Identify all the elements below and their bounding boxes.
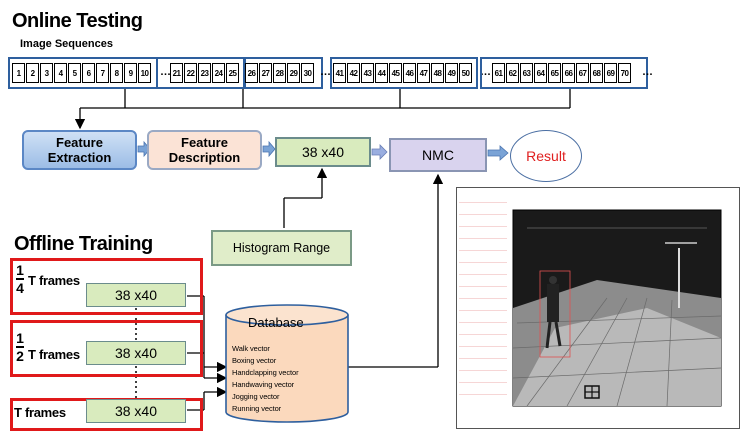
half-frames-box [10,320,203,377]
half-size-box: 38 x40 [86,341,186,365]
sequence-ellipsis-2: … [320,66,331,78]
fraction-denominator: 2 [16,347,24,364]
full-frames-label: T frames [14,405,66,420]
frame-cell: 69 [604,63,617,83]
frame-cell: 7 [96,63,109,83]
frame-cell: 68 [590,63,603,83]
frame-cell: 29 [287,63,300,83]
frame-cell: 47 [417,63,430,83]
fraction-denominator: 4 [16,279,24,296]
frame-cell: 67 [576,63,589,83]
frame-cell: 6 [82,63,95,83]
online-testing-title: Online Testing [12,10,143,32]
frame-cell: 64 [534,63,547,83]
db-item-jogging: Jogging vector [232,392,280,401]
fraction-numerator: 1 [16,262,24,278]
offline-training-title: Offline Training [14,233,153,255]
frame-cell: 70 [618,63,631,83]
db-item-boxing: Boxing vector [232,356,277,365]
db-item-walk: Walk vector [232,344,270,353]
frame-cell: 25 [226,63,239,83]
sequence-group-3 [243,57,323,89]
sequence-group-4 [330,57,478,89]
feature-description-box: Feature Description [147,130,262,170]
feature-size-box: 38 x40 [275,137,371,167]
fraction-numerator: 1 [16,330,24,346]
db-item-running: Running vector [232,404,282,413]
fraction-bar [16,278,24,280]
frame-cell: 43 [361,63,374,83]
database-label: Database [248,315,304,330]
frame-cell: 42 [347,63,360,83]
histogram-range-box: Histogram Range [211,230,352,266]
frame-cell: 46 [403,63,416,83]
frame-cell: 27 [259,63,272,83]
frame-cell: 48 [431,63,444,83]
frame-cell: 21 [170,63,183,83]
frame-cell: 66 [562,63,575,83]
result-ellipse: Result [510,130,582,182]
quarter-size-box: 38 x40 [86,283,186,307]
sequence-group-5 [480,57,648,89]
surveillance-image [512,209,722,407]
sequence-ellipsis-3: … [480,66,491,78]
frame-cell: 63 [520,63,533,83]
frame-cell: 1 [12,63,25,83]
frame-cell: 28 [273,63,286,83]
sequence-ellipsis-1: … [160,66,171,78]
frame-cell: 45 [389,63,402,83]
frame-cell: 44 [375,63,388,83]
frame-cell: 23 [198,63,211,83]
quarter-frames-label: T frames [28,273,80,288]
frame-cell: 2 [26,63,39,83]
frame-cell: 49 [445,63,458,83]
frame-cell: 9 [124,63,137,83]
fraction-half: 1 2 [16,331,24,363]
quarter-frames-box [10,258,203,315]
full-size-box: 38 x40 [86,399,186,423]
feature-extraction-box: Feature Extraction [22,130,137,170]
frame-cell: 65 [548,63,561,83]
frame-cell: 50 [459,63,472,83]
image-sequences-label: Image Sequences [20,38,113,50]
frame-cell: 62 [506,63,519,83]
fraction-quarter: 1 4 [16,263,24,295]
frame-cell: 61 [492,63,505,83]
sequence-ellipsis-4: … [642,66,653,78]
db-item-handclapping: Handclapping vector [232,368,299,377]
frame-cell: 8 [110,63,123,83]
nmc-box: NMC [389,138,487,172]
fraction-bar [16,346,24,348]
half-frames-label: T frames [28,347,80,362]
frame-cell: 4 [54,63,67,83]
frame-cell: 24 [212,63,225,83]
frame-cell: 22 [184,63,197,83]
frame-cell: 30 [301,63,314,83]
frame-cell: 10 [138,63,151,83]
frame-cell: 3 [40,63,53,83]
frame-side-annotations [459,191,507,399]
frame-cell: 5 [68,63,81,83]
frame-cell: 26 [245,63,258,83]
db-item-handwaving: Handwaving vector [232,380,295,389]
frame-cell: 41 [333,63,346,83]
